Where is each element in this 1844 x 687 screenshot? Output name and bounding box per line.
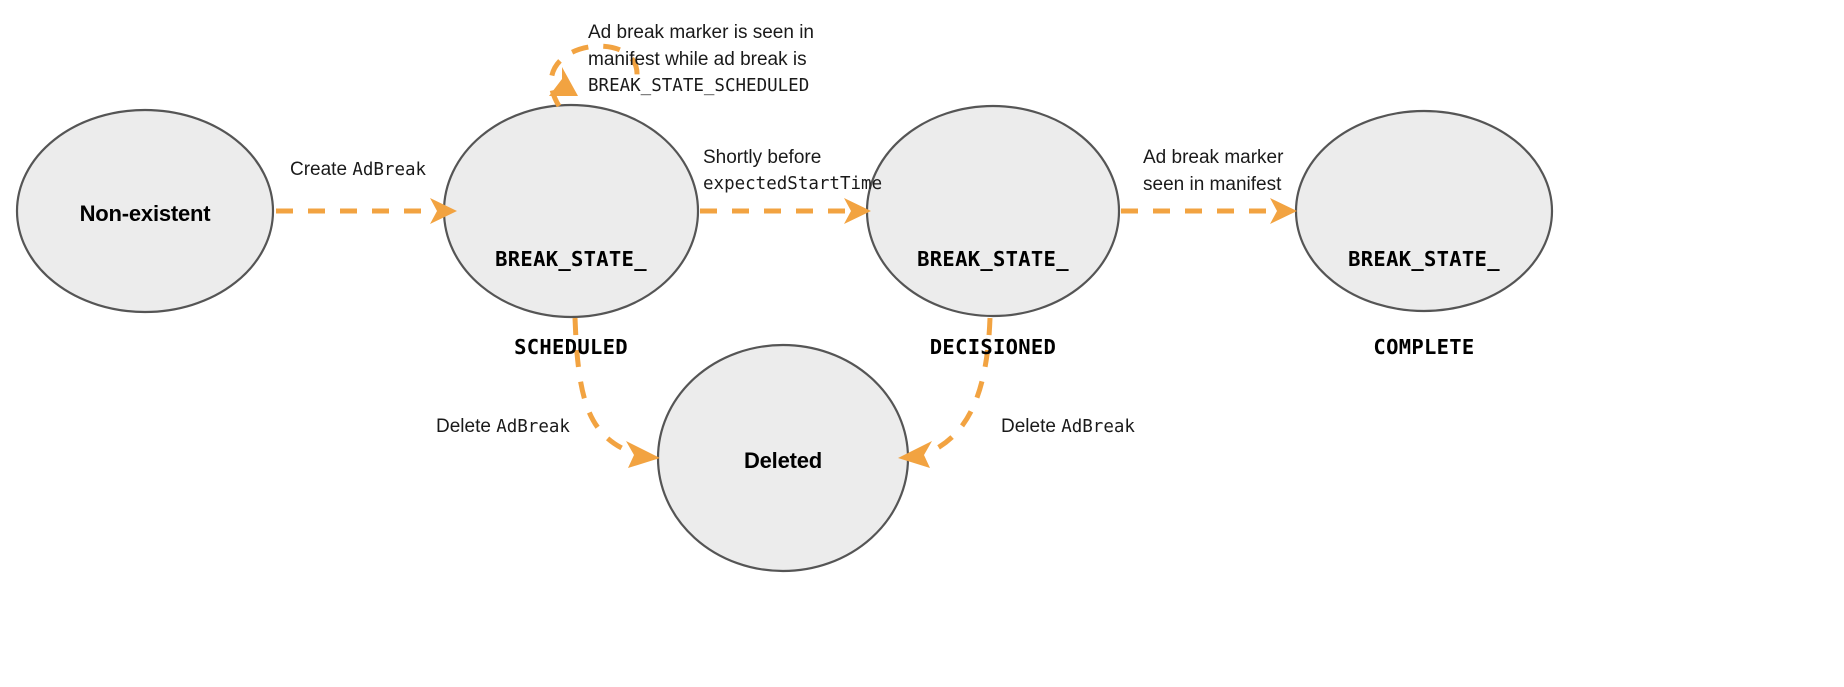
edge-marker-seen-while-scheduled-arrowhead (549, 67, 578, 96)
edge-delete-from-scheduled[interactable] (572, 317, 631, 455)
node-break-state-complete[interactable] (1294, 109, 1554, 313)
edge-delete-from-scheduled-arrowhead (626, 441, 660, 468)
edge-create-adbreak-arrowhead (430, 198, 457, 224)
node-deleted[interactable] (656, 343, 910, 573)
edge-marker-seen-in-manifest-arrowhead (1270, 198, 1297, 224)
edge-shortly-before-expected-start-arrowhead (844, 198, 871, 224)
edge-delete-from-decisioned[interactable] (926, 317, 993, 456)
node-break-state-decisioned[interactable] (865, 104, 1121, 318)
edge-marker-seen-while-scheduled[interactable] (548, 43, 640, 108)
node-non-existent[interactable] (15, 108, 275, 314)
edge-delete-from-decisioned-arrowhead (898, 441, 932, 468)
node-break-state-scheduled[interactable] (442, 103, 700, 319)
